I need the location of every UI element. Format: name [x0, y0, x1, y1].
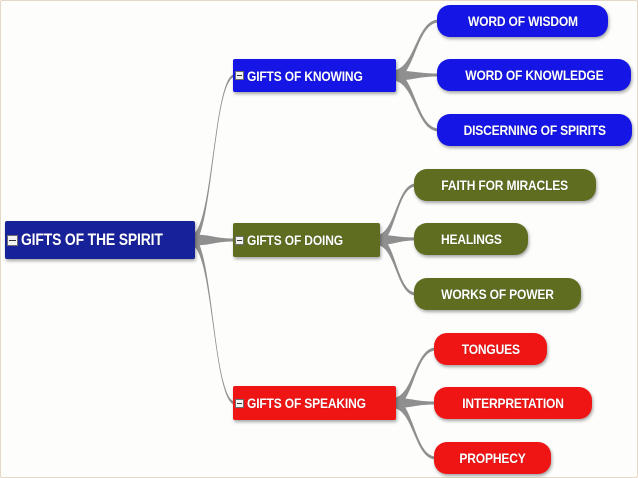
subtopic-word-of-wisdom[interactable]: WORD OF WISDOM	[437, 5, 608, 37]
collapse-minus-icon[interactable]	[235, 235, 244, 245]
connector-category-to-subtopic	[392, 347, 436, 408]
connector-category-to-subtopic	[376, 183, 416, 245]
subtopic-label: HEALINGS	[440, 231, 502, 247]
subtopic-label: WORKS OF POWER	[441, 286, 554, 302]
subtopic-tongues[interactable]: TONGUES	[434, 333, 547, 365]
subtopic-label: WORD OF KNOWLEDGE	[464, 67, 604, 83]
topic-label: GIFTS OF DOING	[247, 232, 343, 248]
collapse-minus-icon[interactable]	[235, 71, 244, 80]
root-topic-label: GIFTS OF THE SPIRIT	[21, 230, 163, 249]
subtopic-healings[interactable]: HEALINGS	[414, 223, 528, 255]
collapse-minus-icon[interactable]	[7, 234, 18, 246]
subtopic-word-of-knowledge[interactable]: WORD OF KNOWLEDGE	[437, 59, 631, 91]
subtopic-label: DISCERNING OF SPIRITS	[463, 122, 606, 138]
topic-gifts-of-knowing[interactable]: GIFTS OF KNOWING	[233, 59, 396, 92]
connector-category-to-subtopic	[392, 398, 436, 460]
root-topic-gifts-of-the-spirit[interactable]: GIFTS OF THE SPIRIT	[5, 221, 195, 259]
subtopic-label: INTERPRETATION	[462, 395, 564, 411]
topic-label: GIFTS OF KNOWING	[247, 67, 363, 84]
subtopic-label: FAITH FOR MIRACLES	[441, 177, 569, 193]
subtopic-faith-for-miracles[interactable]: FAITH FOR MIRACLES	[414, 169, 596, 201]
topic-label: GIFTS OF SPEAKING	[247, 395, 366, 411]
subtopic-label: PROPHECY	[459, 450, 526, 466]
connector-category-to-subtopic	[392, 70, 439, 132]
connector-root-to-category	[191, 234, 235, 246]
topic-gifts-of-doing[interactable]: GIFTS OF DOING	[233, 223, 380, 257]
subtopic-interpretation[interactable]: INTERPRETATION	[434, 387, 592, 419]
subtopic-label: TONGUES	[461, 341, 520, 357]
subtopic-discerning-of-spirits[interactable]: DISCERNING OF SPIRITS	[437, 114, 632, 146]
subtopic-prophecy[interactable]: PROPHECY	[434, 442, 551, 474]
subtopic-works-of-power[interactable]: WORKS OF POWER	[414, 278, 581, 310]
connector-root-to-category	[191, 234, 235, 405]
connector-category-to-subtopic	[392, 19, 439, 81]
collapse-minus-icon[interactable]	[235, 398, 244, 408]
subtopic-label: WORD OF WISDOM	[467, 13, 578, 29]
connector-root-to-category	[191, 74, 235, 246]
connector-category-to-subtopic	[376, 235, 416, 296]
topic-gifts-of-speaking[interactable]: GIFTS OF SPEAKING	[233, 386, 396, 420]
